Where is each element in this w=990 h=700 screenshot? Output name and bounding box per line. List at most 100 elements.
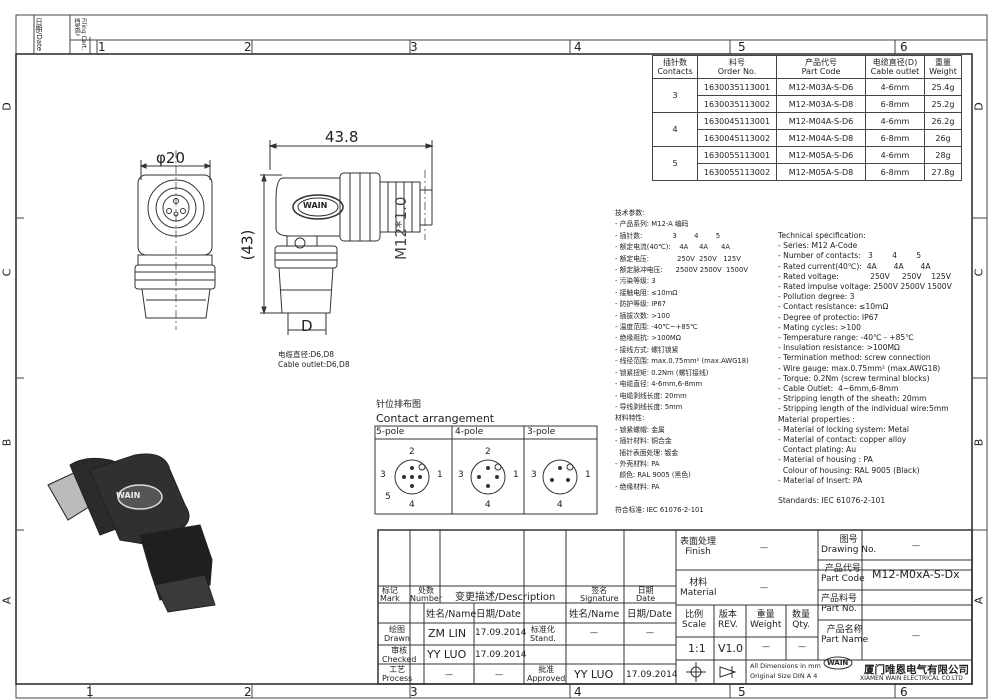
spec_en-line: Technical specification: <box>778 231 866 240</box>
bom-row: 1630055113002 M12-M05A-S-D8 6-8mm 27.8g <box>653 163 962 181</box>
part-no-en: Part No. <box>821 604 857 614</box>
spec_en-line: Colour of housing: RAL 9005 (Black) <box>778 465 920 475</box>
bom-contacts: 4 <box>652 112 698 147</box>
spec_cn-line: - 电缆直径: 4-6mm,6-8mm <box>615 380 703 389</box>
spec_en-line: - Insulation resistance: >100MΩ <box>778 343 900 353</box>
pole-5-label: 5-pole <box>376 427 405 437</box>
pin-2: 2 <box>409 447 415 457</box>
date-header-2: 日期/Date <box>627 609 672 620</box>
bom-header-en: Part Code <box>801 67 841 76</box>
iso-view <box>47 453 216 613</box>
pole-3-label: 3-pole <box>527 427 556 437</box>
stand-en: Stand. <box>530 634 556 643</box>
side-logo: WAIN <box>303 201 328 210</box>
spec_cn-line: - 污染等级: 3 <box>615 277 656 286</box>
spec_cn-line: - 额定电流(40℃): 4A 4A 4A <box>615 243 731 252</box>
bom-header-cn: 料号 <box>729 58 745 67</box>
spec_en-line: - Torque: 0.2Nm (screw terminal blocks) <box>778 373 930 383</box>
col-2: 2 <box>244 40 252 54</box>
pole-4-label: 4-pole <box>455 427 484 437</box>
rev-en: REV. <box>718 620 738 630</box>
pin-3: 3 <box>380 470 386 480</box>
part-name-en: Part Name <box>821 635 869 645</box>
bom-row: 5 1630055113001 M12-M05A-S-D6 4-6mm 28g <box>652 146 962 181</box>
spec_en-line: - Material of contact: copper alloy <box>778 435 907 445</box>
col-1: 1 <box>98 40 106 54</box>
spec_en-line: - Rated voltage: 250V 250V 125V <box>778 271 951 281</box>
number-cn: 处数 <box>418 586 435 595</box>
bom-header-en: Contacts <box>657 67 693 76</box>
pin-4-3pole: 4 <box>557 500 563 510</box>
scale-value: 1:1 <box>688 642 706 655</box>
spec_cn-line: - 电缆剥线长度: 20mm <box>615 391 687 400</box>
spec_cn-line: - 温度范围: -40℃~+85℃ <box>615 323 698 332</box>
side-view <box>260 140 434 335</box>
date-cn: 日期 <box>637 586 654 595</box>
process-cn: 工艺 <box>389 665 406 674</box>
name-header-2: 姓名/Name <box>569 609 620 620</box>
spec_en-line: - Material of locking system: Metal <box>778 424 910 434</box>
spec_cn-line: 颜色: RAL 9005 (黑色) <box>615 471 691 480</box>
part-code-value: M12-M0xA-S-Dx <box>872 568 960 581</box>
spec_cn-line: - 绝缘阻抗: >100MΩ <box>615 334 681 343</box>
bom-header-cn: 重量 <box>935 58 951 67</box>
part-name-value: — <box>912 631 920 640</box>
qty-cn: 数量 <box>792 610 811 620</box>
size-note: Original Size DIN A 4 <box>750 672 818 680</box>
bom-row: 1630045113002 M12-M04A-S-D8 6-8mm 26g <box>653 129 962 147</box>
spec_en-line: - Cable Outlet: 4~6mm,6-8mm <box>778 384 899 394</box>
process-name: — <box>445 670 453 679</box>
number-en: Number <box>410 594 443 603</box>
material-cn: 材料 <box>689 578 708 588</box>
dims-note: All Dimensions in mm <box>750 662 821 670</box>
spec_cn-line: 材料特性: <box>615 414 645 423</box>
spec_en-line: - Number of contacts: 3 4 5 <box>778 251 922 261</box>
pin-1: 1 <box>437 470 443 480</box>
spec_en-line: - Mating cycles: >100 <box>778 322 861 332</box>
col-6-bottom: 6 <box>900 685 908 699</box>
spec_en-line: - Series: M12 A-Code <box>778 241 858 251</box>
description-label: 变更描述/Description <box>455 592 556 603</box>
bom-contacts: 5 <box>652 146 698 181</box>
finish-en: Finish <box>685 547 711 557</box>
pin-2-4pole: 2 <box>485 447 491 457</box>
weight-cn: 重量 <box>756 610 775 620</box>
finish-cn: 表面处理 <box>680 537 717 547</box>
qty-value: — <box>798 642 806 651</box>
drawn-en: Drawn <box>384 634 410 643</box>
spec_en-line: Standards: IEC 61076-2-101 <box>778 496 886 506</box>
bom-order: 1630055113002 <box>697 163 777 181</box>
front-view <box>134 150 216 330</box>
spec_cn-line: 插针表面处理: 镀金 <box>615 448 679 457</box>
spec_cn-line: - 插拔次数: >100 <box>615 311 670 320</box>
bom-header-cn: 电缆直径(D) <box>872 58 918 67</box>
sig-en: Signature <box>580 594 619 603</box>
col-5-bottom: 5 <box>738 685 746 699</box>
pin-5: 5 <box>385 492 391 502</box>
bom-header-cn: 插针数 <box>663 58 687 67</box>
spec_en-line: - Stripping length of the individual wir… <box>778 404 949 414</box>
filing-cert-label-cn: 档案号 <box>73 18 80 36</box>
spec_cn-line: - 额定脉冲电压: 2500V 2500V 1500V <box>615 266 748 275</box>
bom-weight: 27.8g <box>924 163 962 181</box>
bom-header-en: Order No. <box>717 67 757 76</box>
checked-cn: 审核 <box>391 646 408 655</box>
spec_en-line: - Stripping length of the sheath: 20mm <box>778 394 927 404</box>
part-code-en: Part Code <box>821 574 865 584</box>
stand-cn: 标准化 <box>530 625 555 634</box>
col-3: 3 <box>410 40 418 54</box>
rev-value: V1.0 <box>718 642 744 655</box>
col-5: 5 <box>738 40 746 54</box>
col-1-bottom: 1 <box>86 685 94 699</box>
contact-title-cn: 针位排布图 <box>376 400 422 410</box>
